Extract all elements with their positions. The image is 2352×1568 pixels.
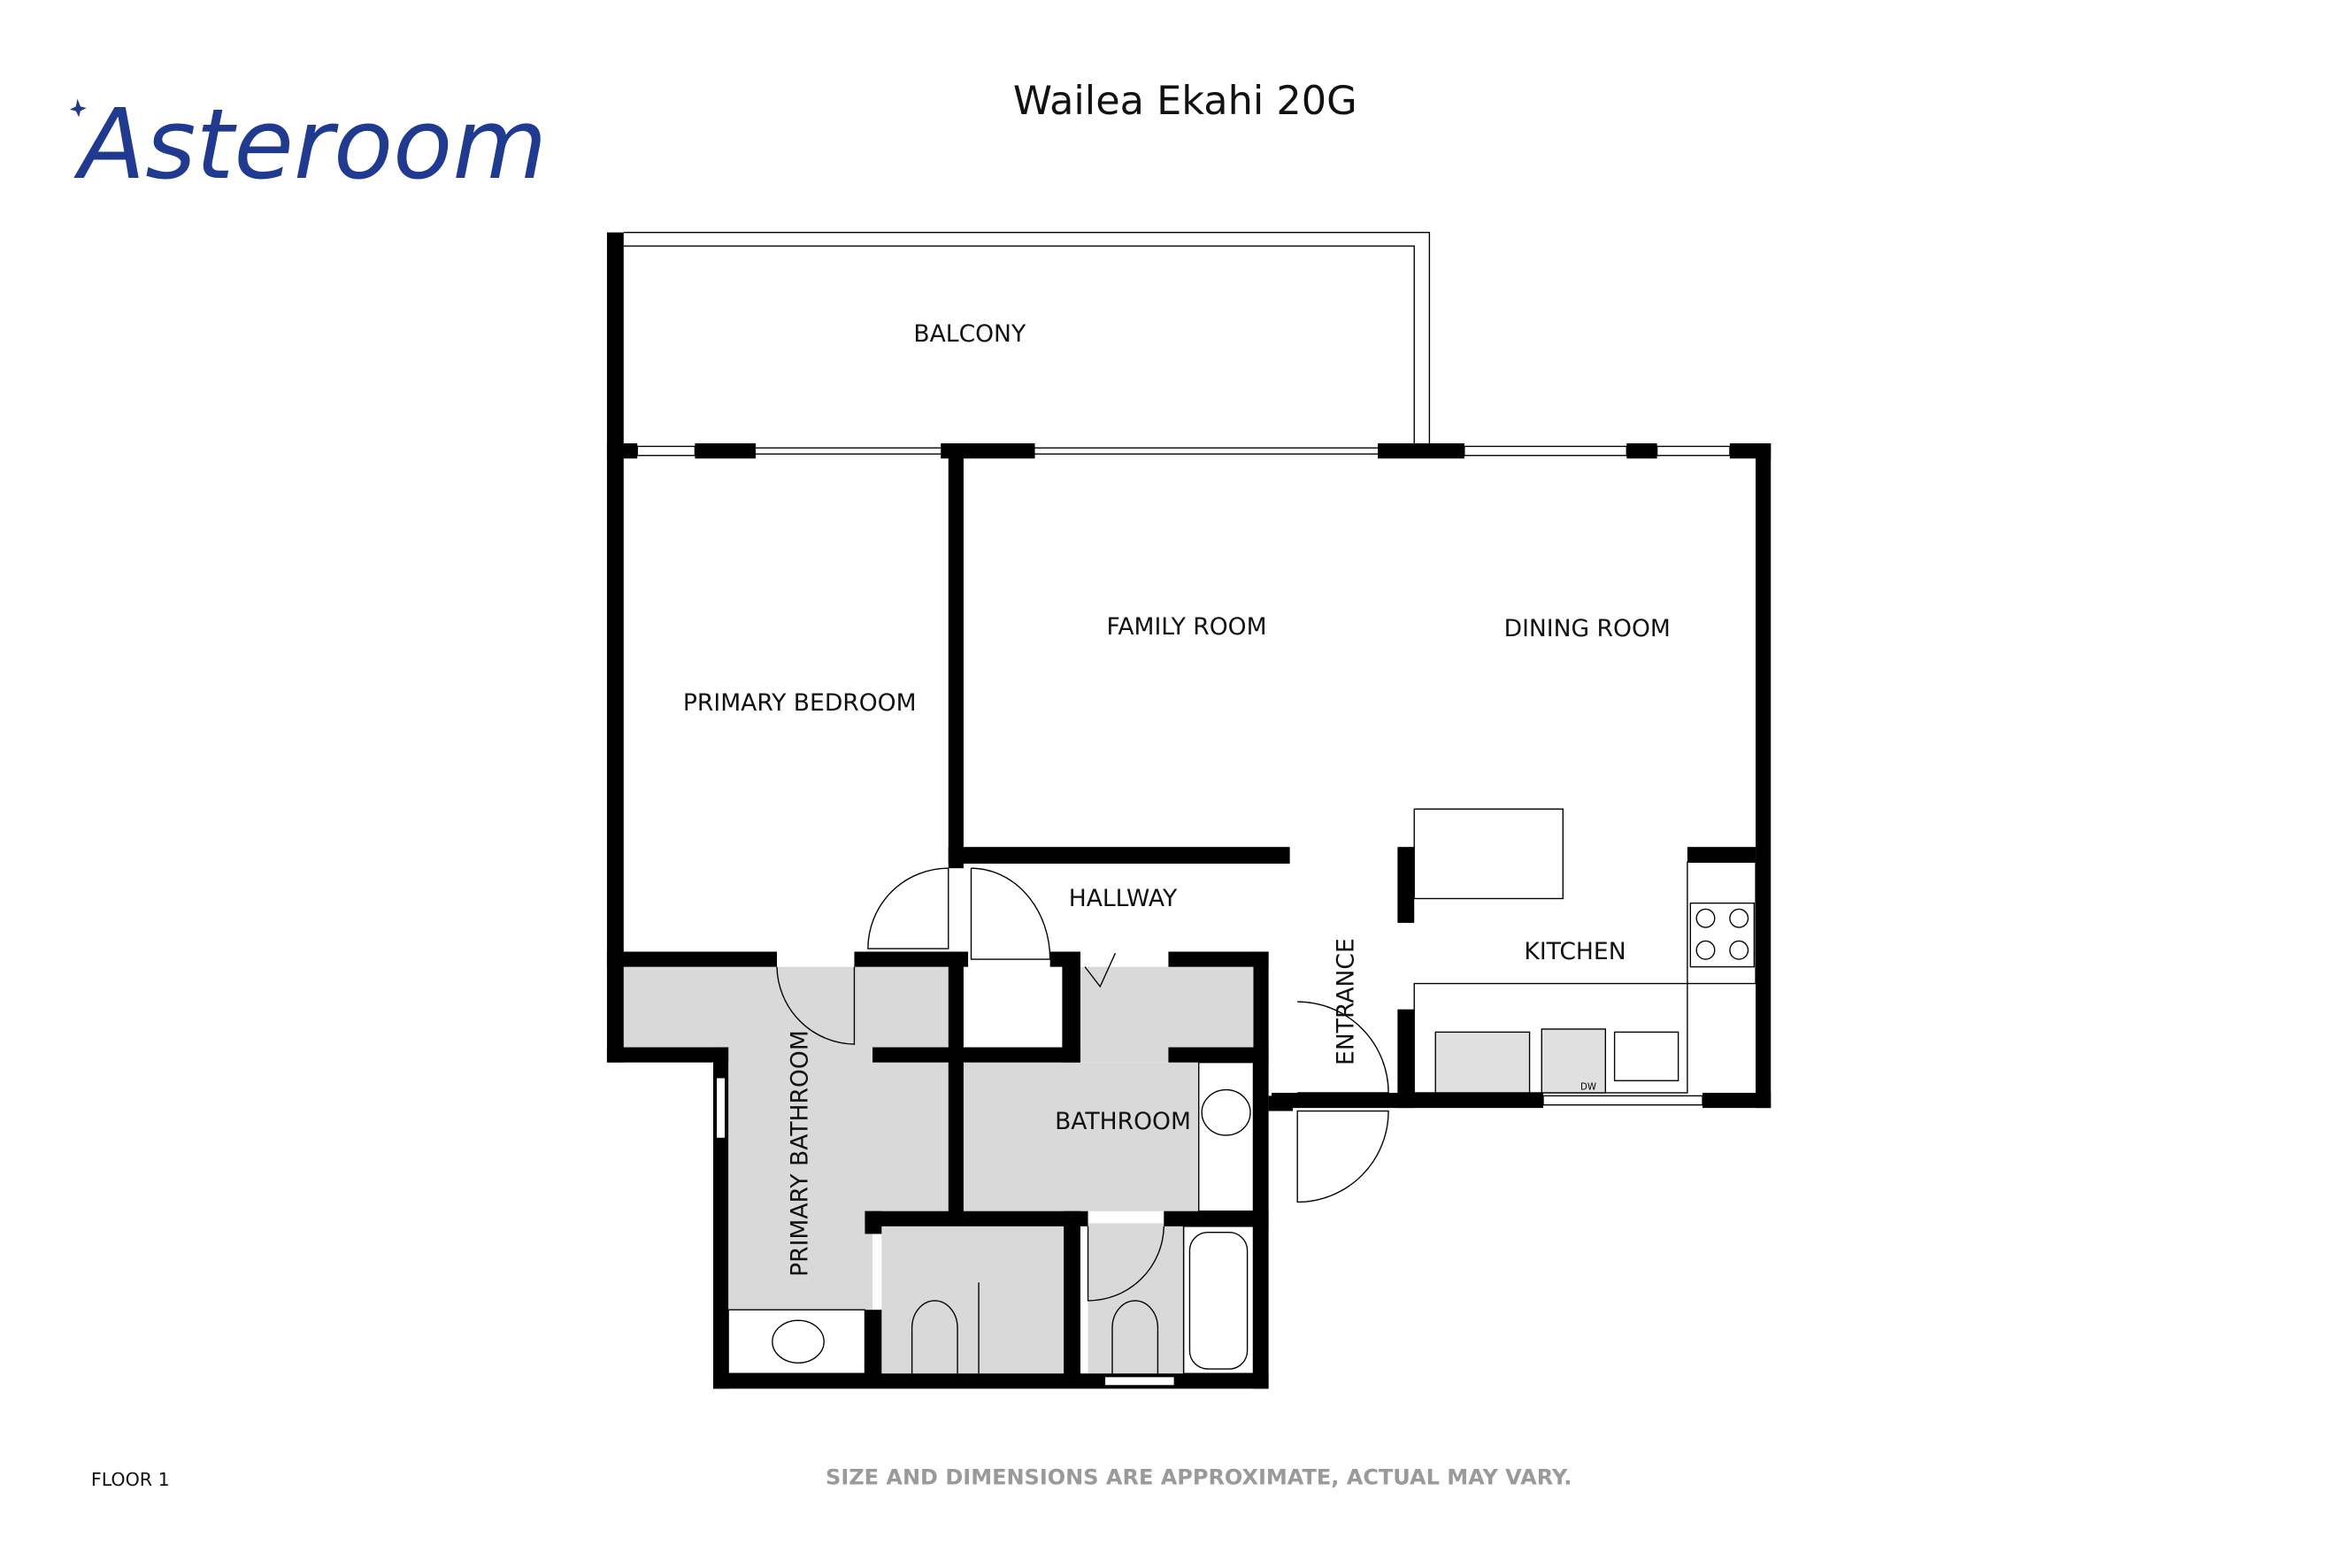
room-label-hallway: HALLWAY: [1069, 885, 1178, 912]
kitchen-sink-icon: [1613, 1031, 1679, 1081]
plan-title: Wailea Ekahi 20G: [1013, 78, 1357, 124]
room-label-kitchen: KITCHEN: [1524, 938, 1626, 965]
balcony-railing: [623, 231, 1431, 449]
star-icon: [69, 98, 87, 118]
bathroom-floors: [623, 966, 1254, 1375]
bathtub-icon: [1188, 1232, 1249, 1370]
disclaimer: SIZE AND DIMENSIONS ARE APPROXIMATE, ACT…: [826, 1464, 1572, 1489]
room-label-primary-bathroom: PRIMARY BATHROOM: [786, 1030, 813, 1277]
walls: [606, 232, 1772, 1389]
toilet-icon: [1111, 1300, 1159, 1374]
room-label-family-room: FAMILY ROOM: [1107, 613, 1267, 641]
room-label-primary-bedroom: PRIMARY BEDROOM: [683, 689, 917, 717]
appliance: [1434, 1031, 1531, 1094]
dishwasher-icon: [1541, 1028, 1606, 1094]
sink-icon: [1201, 1088, 1251, 1136]
floor-label: FLOOR 1: [91, 1469, 170, 1490]
room-label-bathroom: BATHROOM: [1055, 1108, 1191, 1135]
doors: [776, 867, 1389, 1302]
room-label-entrance: ENTRANCE: [1333, 938, 1360, 1065]
asteroom-logo: Asteroom: [69, 88, 547, 201]
stove-icon: [1689, 902, 1756, 968]
kitchen-island: [1413, 808, 1564, 900]
fixtures: DW: [727, 808, 1756, 1374]
room-label-dining-room: DINING ROOM: [1504, 615, 1671, 642]
sink-icon: [772, 1319, 825, 1364]
windows: [636, 445, 1731, 1387]
logo-text: Asteroom: [73, 88, 547, 201]
dishwasher-label: DW: [1580, 1082, 1596, 1093]
toilet-icon: [911, 1300, 958, 1374]
room-label-balcony: BALCONY: [913, 320, 1026, 348]
